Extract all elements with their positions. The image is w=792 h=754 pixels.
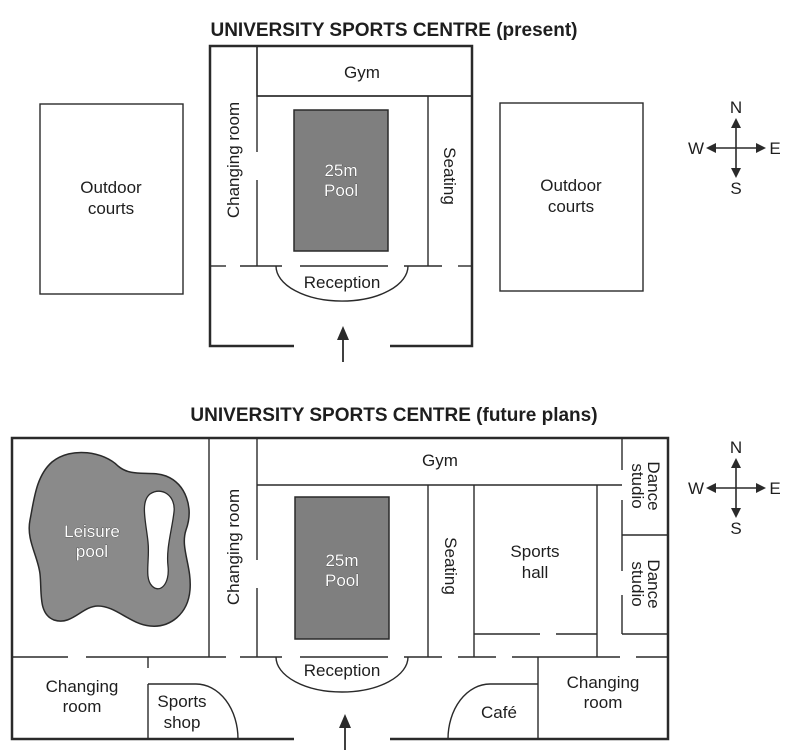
future-changing-right-line2: room [584,693,623,712]
present-compass: N S W E [688,98,781,198]
future-cafe-label: Café [481,703,517,722]
present-outdoor-courts-east: Outdoor courts [499,102,644,292]
present-outdoor-east-line2: courts [548,197,594,216]
future-25m-pool: 25m Pool [294,496,390,640]
future-sports-hall: Sports hall [510,542,559,582]
future-changing-right-line1: Changing [567,673,640,692]
future-changing-left-line2: room [63,697,102,716]
present-compass-south: S [730,179,741,198]
present-outdoor-east-line1: Outdoor [540,176,602,195]
future-sports-shop-line1: Sports [157,692,206,711]
present-seating-label: Seating [440,147,459,205]
future-seating-label: Seating [441,537,460,595]
future-pool-label-line2: Pool [325,571,359,590]
future-sports-shop-line2: shop [164,713,201,732]
future-changing-room-west: Changing room [46,657,149,739]
future-reception: Reception [275,656,409,693]
future-dance-bottom-line1: Dance [644,559,663,608]
future-sports-shop: Sports shop [148,683,239,740]
future-interior-walls [208,438,668,657]
present-25m-pool: 25m Pool [293,109,389,252]
present-seating: Seating [440,147,459,205]
future-gym: Gym [422,451,458,470]
present-changing-room-label: Changing room [224,102,243,218]
future-changing-room-top: Changing room [224,489,243,605]
present-pool-hall [257,95,472,266]
present-compass-east: E [769,139,780,158]
future-pool-label-line1: 25m [325,551,358,570]
future-dance-bottom-line2: studio [628,561,647,606]
future-leisure-label-line2: pool [76,542,108,561]
future-title: UNIVERSITY SPORTS CENTRE (future plans) [190,405,597,426]
present-pool-label-line2: Pool [324,181,358,200]
future-sports-hall-line1: Sports [510,542,559,561]
present-gym-label: Gym [344,63,380,82]
future-dance-top-line1: Dance [644,461,663,510]
future-seating: Seating [441,537,460,595]
future-compass-south: S [730,519,741,538]
future-dance-studio-top: Dance studio [628,461,663,510]
future-compass-west: W [688,479,704,498]
present-outdoor-courts-west: Outdoor courts [39,103,184,295]
future-reception-label: Reception [304,661,381,680]
present-pool-label-line1: 25m [324,161,357,180]
future-changing-room-east: Changing room [567,673,640,712]
future-compass: N S W E [688,438,781,538]
future-leisure-label-line1: Leisure [64,522,120,541]
future-changing-room-top-label: Changing room [224,489,243,605]
future-changing-left-line1: Changing [46,677,119,696]
present-reception-label: Reception [304,273,381,292]
present-title: UNIVERSITY SPORTS CENTRE (present) [210,20,577,41]
future-leisure-pool: Leisure pool [28,451,191,627]
future-gym-label: Gym [422,451,458,470]
present-reception: Reception [275,265,409,302]
future-entrance-arrow [339,714,351,750]
present-gym: Gym [256,45,473,97]
future-compass-east: E [769,479,780,498]
present-compass-north: N [730,98,742,117]
future-sports-hall-line2: hall [522,563,548,582]
future-dance-studio-bottom: Dance studio [628,559,663,608]
present-changing-room: Changing room [224,46,258,266]
future-cafe: Café [447,657,539,740]
present-outdoor-west-line1: Outdoor [80,178,142,197]
future-compass-north: N [730,438,742,457]
future-building-walls [10,436,670,741]
present-outdoor-west-line2: courts [88,199,134,218]
future-dance-top-line2: studio [628,463,647,508]
present-compass-west: W [688,139,704,158]
present-entrance-arrow [337,326,349,362]
